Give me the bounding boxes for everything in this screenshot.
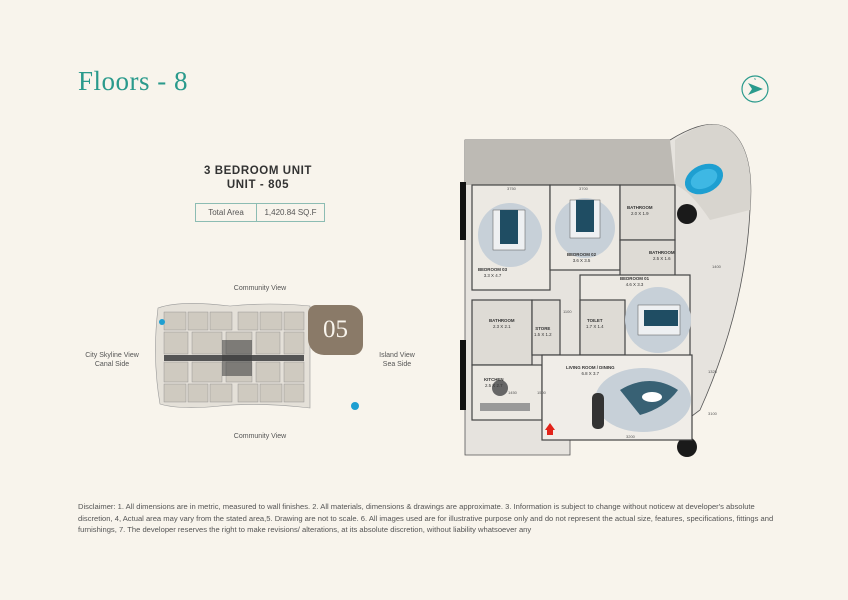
key-plan-image bbox=[155, 303, 359, 410]
dim-label: 1100 bbox=[563, 309, 572, 314]
svg-text:N: N bbox=[754, 77, 756, 81]
disclaimer-text: Disclaimer: 1. All dimensions are in met… bbox=[78, 502, 774, 534]
dim-label: 1450 bbox=[508, 390, 517, 395]
area-label: Total Area bbox=[196, 204, 257, 221]
floor-plan-image bbox=[460, 124, 752, 457]
unit-highlight-badge: 05 bbox=[308, 305, 363, 355]
unit-header: 3 BEDROOM UNIT UNIT - 805 bbox=[178, 165, 338, 191]
view-top-label: Community View bbox=[233, 285, 287, 292]
unit-type: 3 BEDROOM UNIT bbox=[203, 165, 313, 177]
view-bottom-label: Community View bbox=[233, 433, 287, 440]
compass-icon: N bbox=[741, 75, 769, 103]
dim-label: 3700 bbox=[579, 186, 588, 191]
dim-label: 3200 bbox=[626, 434, 635, 439]
dim-label: 3750 bbox=[507, 186, 516, 191]
dim-label: 1400 bbox=[712, 264, 721, 269]
dim-label: 3100 bbox=[708, 411, 717, 416]
dim-label: 1500 bbox=[537, 390, 546, 395]
area-box: Total Area 1,420.84 SQ.F bbox=[195, 203, 325, 222]
dim-label: 1325 bbox=[708, 369, 717, 374]
area-value: 1,420.84 SQ.F bbox=[264, 208, 317, 217]
page-title: Floors - 8 bbox=[78, 66, 189, 96]
unit-number: UNIT - 805 bbox=[226, 179, 290, 191]
view-right-label: Island View Sea Side bbox=[379, 352, 415, 368]
view-left-label: City Skyline View Canal Side bbox=[85, 352, 139, 368]
